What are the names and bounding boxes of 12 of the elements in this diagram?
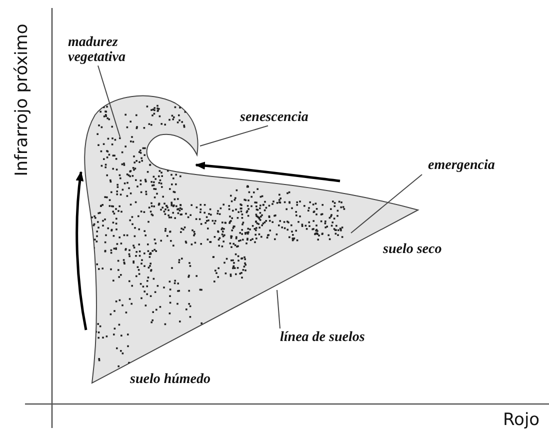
leader-line (350, 174, 422, 234)
leader-line (276, 290, 280, 329)
leader-line (98, 65, 120, 138)
leader-line (200, 125, 268, 146)
region-label: emergencia (428, 158, 496, 173)
axis-title: Infrarrojo próximo (12, 24, 32, 176)
region-label: suelo seco (383, 242, 442, 257)
region-label: madurez vegetativa (68, 35, 127, 65)
region-label: senescencia (240, 110, 310, 125)
axis-title: Rojo (503, 410, 540, 430)
region-label: línea de suelos (280, 330, 366, 345)
region-label: suelo húmedo (130, 372, 211, 387)
